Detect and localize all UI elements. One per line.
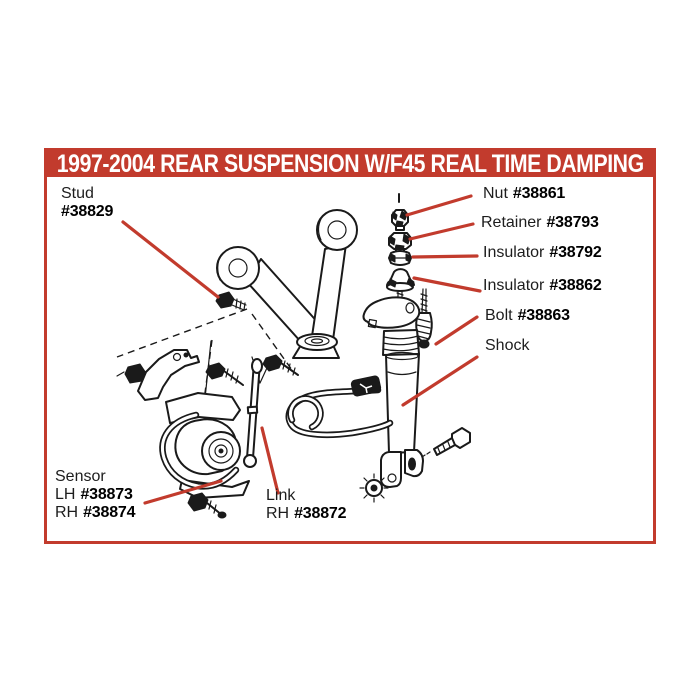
nut-drawing [391,209,409,231]
insulator-upper-drawing [388,250,412,266]
lock-nut-drawing [359,473,389,503]
callout-insulator-lower-name: Insulator [483,277,545,294]
leader-retainer [408,222,475,241]
callout-retainer-number: #38793 [546,214,599,231]
cable-connector [350,375,382,397]
callout-shock-name: Shock [485,337,530,354]
callout-stud: Stud #38829 [61,185,113,221]
callout-sensor-rh-label: RH [55,504,79,521]
callout-bolt: Bolt#38863 [485,307,570,325]
link-drawing [243,356,273,468]
leader-bolt [434,315,479,346]
title-banner: 1997-2004 REAR SUSPENSION W/F45 REAL TIM… [47,149,653,178]
grommet-ring-drawing [287,395,324,431]
callout-sensor-lh-number: #38873 [80,486,133,503]
callout-retainer-name: Retainer [481,214,542,231]
callout-insulator-lower-number: #38862 [549,277,602,294]
callout-bolt-number: #38863 [517,307,570,324]
callout-sensor: Sensor LH#38873 RH#38874 [55,468,136,522]
callout-bolt-name: Bolt [485,307,513,324]
callout-stud-name: Stud [61,185,94,202]
leader-sensor [143,479,223,505]
callout-retainer: Retainer#38793 [481,214,599,232]
callout-sensor-rh-number: #38874 [83,504,136,521]
leader-insulator-upper [411,254,479,259]
callout-sensor-lh-label: LH [55,486,76,503]
diagram-border [44,148,656,544]
callout-insulator-lower: Insulator#38862 [483,277,602,295]
banner-title-text: 1997-2004 REAR SUSPENSION W/F45 REAL TIM… [56,149,644,178]
callout-link-name: Link [266,487,296,504]
upper-control-arm-drawing [216,209,358,359]
callout-sensor-name: Sensor [55,468,106,485]
callout-insulator-upper: Insulator#38792 [483,244,602,262]
leader-nut [405,194,473,217]
callout-link: Link RH#38872 [266,487,347,523]
callout-nut-name: Nut [483,185,508,202]
leader-shock [401,355,479,407]
leader-link [260,426,280,495]
callout-stud-number: #38829 [61,203,114,220]
stud-drawing [215,291,247,311]
insulator-lower-drawing [386,268,415,292]
leader-stud [121,220,220,299]
sensor-assembly-drawing [116,340,299,519]
callout-link-rh-label: RH [266,505,290,522]
sensor-upper-bolt-a [205,362,244,386]
damper-cable-drawing [285,375,394,439]
lower-bolt-drawing [421,427,471,458]
callout-shock: Shock [485,337,529,355]
leader-insulator-lower [412,276,482,293]
callout-nut: Nut#38861 [483,185,565,203]
callout-insulator-upper-number: #38792 [549,244,602,261]
callout-link-rh-number: #38872 [294,505,347,522]
callout-nut-number: #38861 [512,185,566,202]
callout-insulator-upper-name: Insulator [483,244,545,261]
leader-lines [121,194,482,505]
bolt-drawing [415,288,433,349]
sensor-lower-bolt [187,492,227,519]
hardware-stack-drawing [386,193,415,304]
